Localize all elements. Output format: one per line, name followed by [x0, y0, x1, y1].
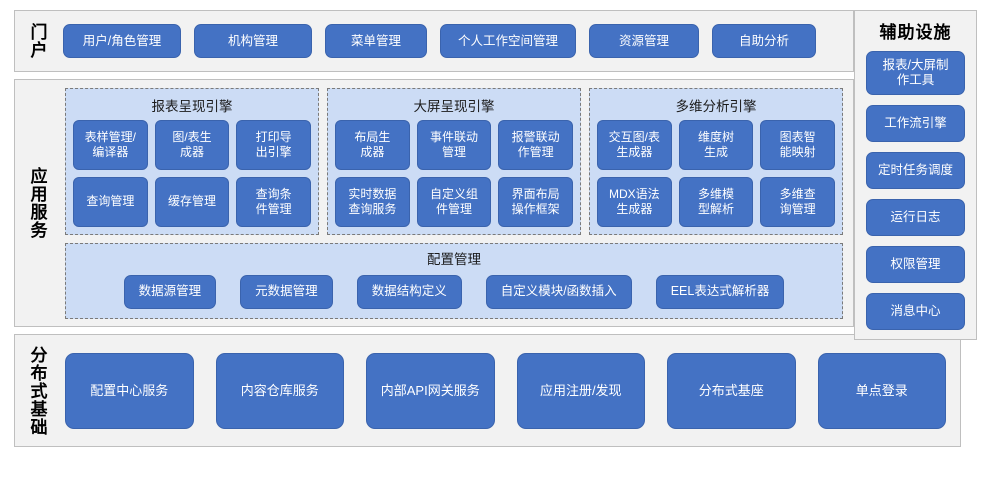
olap-button-dimension-tree-generation[interactable]: 维度树 生成 — [678, 119, 754, 170]
application-service-label: 应用服务 — [27, 167, 47, 239]
report-button-query-condition-management[interactable]: 查询条 件管理 — [236, 176, 311, 227]
engine-report-rendering-title: 报表呈现引擎 — [151, 98, 233, 114]
dist-button-internal-api-gateway-service[interactable]: 内部API网关服务 — [366, 352, 495, 429]
distributed-base-label: 分布式基础 — [27, 345, 47, 436]
portal-label: 门户 — [27, 23, 47, 59]
portal-button-workspace[interactable]: 个人工作空间管理 — [440, 24, 576, 58]
dist-button-config-center-service[interactable]: 配置中心服务 — [65, 352, 194, 429]
dist-button-content-repository-service[interactable]: 内容仓库服务 — [215, 352, 344, 429]
aux-button-workflow-engine[interactable]: 工作流引擎 — [866, 105, 965, 142]
portal-button-resource[interactable]: 资源管理 — [589, 24, 699, 58]
olap-button-mdx-syntax-generator[interactable]: MDX语法 生成器 — [597, 176, 672, 227]
screen-button-alarm-action-management[interactable]: 报警联动 作管理 — [498, 119, 573, 170]
config-button-metadata-management[interactable]: 元数据管理 — [240, 274, 333, 309]
portal-button-self-service-analysis[interactable]: 自助分析 — [712, 24, 816, 58]
dist-button-app-registry-discovery[interactable]: 应用注册/发现 — [516, 352, 645, 429]
auxiliary-facilities-list: 报表/大屏制 作工具 工作流引擎 定时任务调度 运行日志 权限管理 消息中心 — [855, 51, 976, 330]
configuration-management-row: 数据源管理 元数据管理 数据结构定义 自定义模块/函数插入 EEL表达式解析器 — [76, 273, 832, 311]
screen-button-event-linkage-management[interactable]: 事件联动 管理 — [416, 119, 492, 170]
engine-multidimensional-analysis-title: 多维分析引擎 — [675, 98, 757, 114]
portal-button-user-role[interactable]: 用户/角色管理 — [63, 24, 181, 58]
report-button-template-compiler[interactable]: 表样管理/ 编译器 — [73, 119, 148, 170]
portal-button-group: 用户/角色管理 机构管理 菜单管理 个人工作空间管理 资源管理 自助分析 — [59, 11, 853, 71]
config-button-data-structure-definition[interactable]: 数据结构定义 — [356, 274, 462, 309]
portal-band: 门户 用户/角色管理 机构管理 菜单管理 个人工作空间管理 资源管理 自助分析 — [14, 10, 854, 72]
report-button-cache-management[interactable]: 缓存管理 — [154, 176, 230, 227]
auxiliary-facilities-title: 辅助设施 — [879, 23, 952, 42]
olap-button-multidimensional-query-management[interactable]: 多维查 询管理 — [760, 176, 835, 227]
aux-button-scheduled-task[interactable]: 定时任务调度 — [866, 152, 965, 189]
engine-large-screen-rendering-title: 大屏呈现引擎 — [413, 98, 495, 114]
screen-button-ui-layout-framework[interactable]: 界面布局 操作框架 — [498, 176, 573, 227]
aux-button-message-center[interactable]: 消息中心 — [866, 293, 965, 330]
portal-button-org[interactable]: 机构管理 — [194, 24, 312, 58]
config-button-custom-module-function-insert[interactable]: 自定义模块/函数插入 — [485, 274, 632, 309]
config-button-datasource-management[interactable]: 数据源管理 — [123, 274, 217, 309]
engine-report-rendering-grid: 表样管理/ 编译器 图/表生 成器 打印导 出引擎 查询管理 缓存管理 查询条 … — [73, 119, 311, 227]
screen-button-layout-generator[interactable]: 布局生 成器 — [335, 119, 410, 170]
application-service-body: 报表呈现引擎 表样管理/ 编译器 图/表生 成器 打印导 出引擎 查询管理 缓存… — [59, 80, 853, 326]
dist-button-single-sign-on[interactable]: 单点登录 — [817, 352, 946, 429]
olap-button-interactive-chart-table-generator[interactable]: 交互图/表 生成器 — [597, 119, 672, 170]
screen-button-custom-component-management[interactable]: 自定义组 件管理 — [416, 176, 492, 227]
engines-row: 报表呈现引擎 表样管理/ 编译器 图/表生 成器 打印导 出引擎 查询管理 缓存… — [65, 87, 843, 235]
aux-button-report-dashboard-tool[interactable]: 报表/大屏制 作工具 — [866, 51, 965, 95]
auxiliary-facilities-panel: 辅助设施 报表/大屏制 作工具 工作流引擎 定时任务调度 运行日志 权限管理 消… — [854, 10, 977, 340]
distributed-base-band: 分布式基础 配置中心服务 内容仓库服务 内部API网关服务 应用注册/发现 分布… — [14, 334, 961, 447]
report-button-chart-table-generator[interactable]: 图/表生 成器 — [154, 119, 230, 170]
configuration-management-title: 配置管理 — [427, 251, 481, 267]
aux-button-runtime-log[interactable]: 运行日志 — [866, 199, 965, 236]
dist-button-distributed-foundation[interactable]: 分布式基座 — [667, 352, 796, 429]
olap-button-multidimensional-model-parsing[interactable]: 多维模 型解析 — [678, 176, 754, 227]
top-row: 门户 用户/角色管理 机构管理 菜单管理 个人工作空间管理 资源管理 自助分析 — [14, 10, 977, 72]
olap-button-chart-smart-mapping[interactable]: 图表智 能映射 — [760, 119, 835, 170]
screen-button-realtime-data-query-service[interactable]: 实时数据 查询服务 — [335, 176, 410, 227]
report-button-query-management[interactable]: 查询管理 — [73, 176, 148, 227]
configuration-management-panel: 配置管理 数据源管理 元数据管理 数据结构定义 自定义模块/函数插入 EEL表达… — [65, 242, 843, 319]
distributed-base-body: 配置中心服务 内容仓库服务 内部API网关服务 应用注册/发现 分布式基座 单点… — [59, 335, 960, 446]
report-button-print-export-engine[interactable]: 打印导 出引擎 — [236, 119, 311, 170]
engine-multidimensional-analysis-grid: 交互图/表 生成器 维度树 生成 图表智 能映射 MDX语法 生成器 多维模 型… — [597, 119, 835, 227]
application-service-band: 应用服务 报表呈现引擎 表样管理/ 编译器 图/表生 成器 打印导 出引擎 查询… — [14, 79, 854, 327]
portal-button-menu[interactable]: 菜单管理 — [325, 24, 427, 58]
aux-button-permission-management[interactable]: 权限管理 — [866, 246, 965, 283]
engine-large-screen-rendering-grid: 布局生 成器 事件联动 管理 报警联动 作管理 实时数据 查询服务 自定义组 件… — [335, 119, 573, 227]
engine-report-rendering: 报表呈现引擎 表样管理/ 编译器 图/表生 成器 打印导 出引擎 查询管理 缓存… — [65, 87, 319, 235]
engine-multidimensional-analysis: 多维分析引擎 交互图/表 生成器 维度树 生成 图表智 能映射 MDX语法 生成… — [589, 87, 843, 235]
engine-large-screen-rendering: 大屏呈现引擎 布局生 成器 事件联动 管理 报警联动 作管理 实时数据 查询服务… — [327, 87, 581, 235]
config-button-eel-expression-parser[interactable]: EEL表达式解析器 — [655, 274, 785, 309]
